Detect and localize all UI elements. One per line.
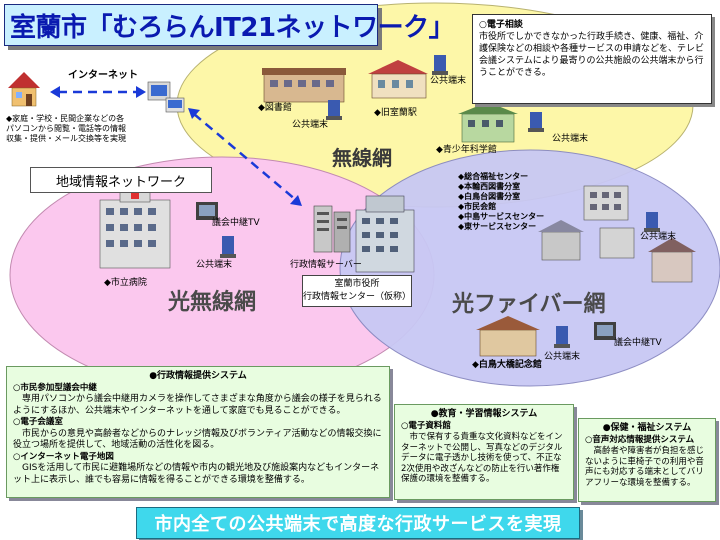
public-terminal-icon: [554, 326, 570, 348]
tv-icon: [196, 202, 218, 220]
terminal-label: 公共端末: [430, 76, 467, 86]
arrow-up-icon: [188, 108, 200, 119]
public-terminal-icon: [220, 236, 236, 258]
section-body: 市で保有する貴重な文化資料などをインターネットで公開し、写真などのデジタルデータ…: [401, 432, 563, 484]
facility-item: ◆東サービスセンター: [458, 222, 537, 231]
admin-info-center-box: 室蘭市役所 行政情報センター（仮称）: [302, 275, 412, 307]
section-heading: ○インターネット電子地図: [13, 451, 114, 462]
note-body: 市役所でしかできなかった行政手続き、健康、福祉、介護保険などの相談や各種サービス…: [479, 32, 705, 78]
health-system-panel: ●保健・福祉システム ○音声対応情報提供システム 高齢者や障害者が負担を感じない…: [578, 418, 716, 502]
tv-icon: [594, 322, 616, 340]
internet-note-line: パソコンから閲覧・電話等の情報: [6, 124, 126, 133]
section-body: 高齢者や障害者が負担を感じないように車椅子での利用や音声にも対応する端末としてバ…: [585, 446, 705, 488]
section-body: GISを活用して市民に避難場所などの情報や市内の観光地及び施設案内などもインター…: [13, 463, 380, 485]
section-body: 市民からの意見や高齢者などからのナレッジ情報及びボランティア活動などの情報交換に…: [13, 428, 382, 451]
center-name: 室蘭市役所: [334, 279, 380, 289]
welfare-center-building-icon: [583, 185, 629, 221]
internet-notes: ◆家庭・学校・民間企業などの各 パソコンから閲覧・電話等の情報 収集・提供・メー…: [6, 114, 186, 144]
civic-hall-building-icon: [599, 227, 635, 259]
facility-item: ◆本輪西図書分室: [458, 182, 521, 191]
panel-title: ●教育・学習情報システム: [430, 409, 538, 419]
section-body: 専用パソコンから議会中継用カメラを操作してさまざまな角度から議会の様子を見られる…: [13, 394, 382, 416]
facility-item: ◆白鳥台図書分室: [458, 192, 521, 201]
memorial-building-icon: [476, 316, 540, 357]
service-center-building-icon: [648, 238, 696, 283]
section-heading: ○音声対応情報提供システム: [585, 434, 695, 445]
center-link: [193, 113, 297, 201]
note-heading: ○電子相談: [479, 20, 523, 30]
terminal-label: 公共端末: [544, 352, 581, 362]
center-subname: 行政情報センター（仮称）: [303, 292, 412, 302]
council-tv-label: 議会中継TV: [614, 338, 662, 348]
internet-note-line: ◆家庭・学校・民間企業などの各: [6, 114, 125, 123]
terminal-label: 公共端末: [292, 120, 329, 130]
internet-note-line: 収集・提供・メール交換等を実現: [6, 134, 126, 143]
library-branch-building-icon: [538, 220, 584, 261]
house-icon: [8, 72, 40, 107]
facility-item: ◆中島サービスセンター: [458, 212, 545, 221]
terminal-label: 公共端末: [640, 232, 677, 242]
public-terminal-icon: [644, 212, 660, 232]
public-terminal-icon: [528, 112, 544, 132]
e-consultation-note: ○電子相談 市役所でしかできなかった行政手続き、健康、福祉、介護保険などの相談や…: [472, 14, 712, 104]
science-center-building-icon: [458, 102, 518, 143]
public-terminal-icon: [326, 100, 342, 120]
fiber-network-label: 光ファイバー網: [452, 292, 606, 317]
facility-memorial: ◆白鳥大橋記念館: [472, 360, 542, 370]
section-heading: ○電子会議室: [13, 417, 63, 427]
facility-hospital: ◆市立病院: [104, 278, 147, 288]
city-hall-building-icon: [355, 195, 415, 273]
arrow-down-icon: [290, 195, 302, 206]
server-label: 行政情報サーバー: [290, 260, 362, 270]
page-title: 室蘭市「むろらんIT21ネットワーク」: [10, 13, 455, 43]
wireless-network-label: 無線網: [332, 146, 392, 170]
terminal-label: 公共端末: [196, 260, 233, 270]
title-banner: [4, 4, 378, 46]
bottom-banner: 市内全ての公共端末で高度な行政サービスを実現: [136, 507, 580, 539]
facility-item: ◆市民会館: [458, 202, 497, 211]
terminal-label: 公共端末: [552, 134, 589, 144]
facility-science: ◆青少年科学館: [436, 145, 497, 155]
library-building-icon: [262, 68, 346, 103]
facility-library: ◆図書館: [258, 103, 292, 113]
council-tv-label: 議会中継TV: [212, 218, 260, 228]
facility-old-station: ◆旧室蘭駅: [374, 108, 417, 118]
internet-hub-icon: [147, 81, 185, 113]
section-heading: ○電子資料館: [401, 420, 451, 431]
regional-network-box: 地域情報ネットワーク: [30, 167, 212, 193]
arrow-left-icon: [50, 86, 60, 98]
optical-wireless-label: 光無線網: [168, 290, 257, 315]
arrow-right-icon: [136, 86, 146, 98]
panel-title: ●行政情報提供システム: [149, 371, 247, 381]
old-station-building-icon: [368, 60, 428, 99]
fiber-facility-list: ◆総合福祉センター ◆本輪西図書分室 ◆白鳥台図書分室 ◆市民会館 ◆中島サービ…: [458, 172, 544, 232]
education-system-panel: ●教育・学習情報システム ○電子資料館 市で保有する貴重な文化資料などをインター…: [394, 404, 574, 500]
server-icon: [313, 205, 351, 253]
facility-item: ◆総合福祉センター: [458, 172, 529, 181]
admin-system-panel: ●行政情報提供システム ○市民参加型議会中継 専用パソコンから議会中継用カメラを…: [6, 366, 390, 498]
internet-label: インターネット: [68, 70, 138, 81]
section-heading: ○市民参加型議会中継: [13, 382, 97, 393]
panel-title: ●保健・福祉システム: [602, 423, 692, 433]
public-terminal-icon: [432, 55, 448, 75]
